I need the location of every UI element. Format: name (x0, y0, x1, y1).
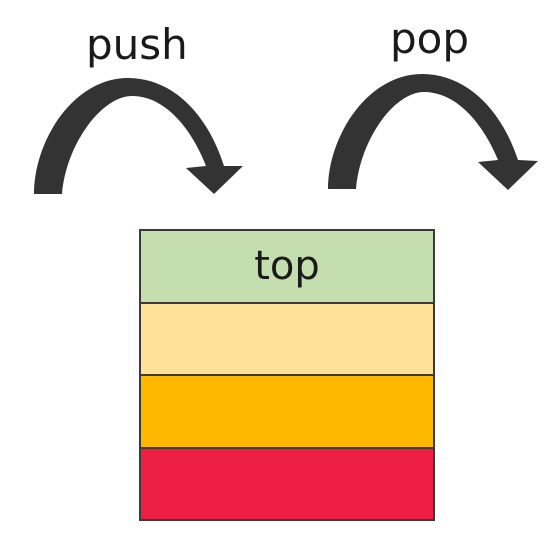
pop-label: pop (390, 14, 470, 63)
push-arrow-shaft (34, 78, 243, 194)
stack-item (141, 301, 433, 374)
pop-arrow-shaft (328, 74, 538, 190)
stack-item-bottom (141, 446, 433, 519)
push-label: push (86, 20, 188, 69)
stack-item-top: top (141, 231, 433, 302)
stack: top (139, 229, 435, 521)
stack-item-label: top (254, 243, 320, 290)
stack-item (141, 374, 433, 447)
